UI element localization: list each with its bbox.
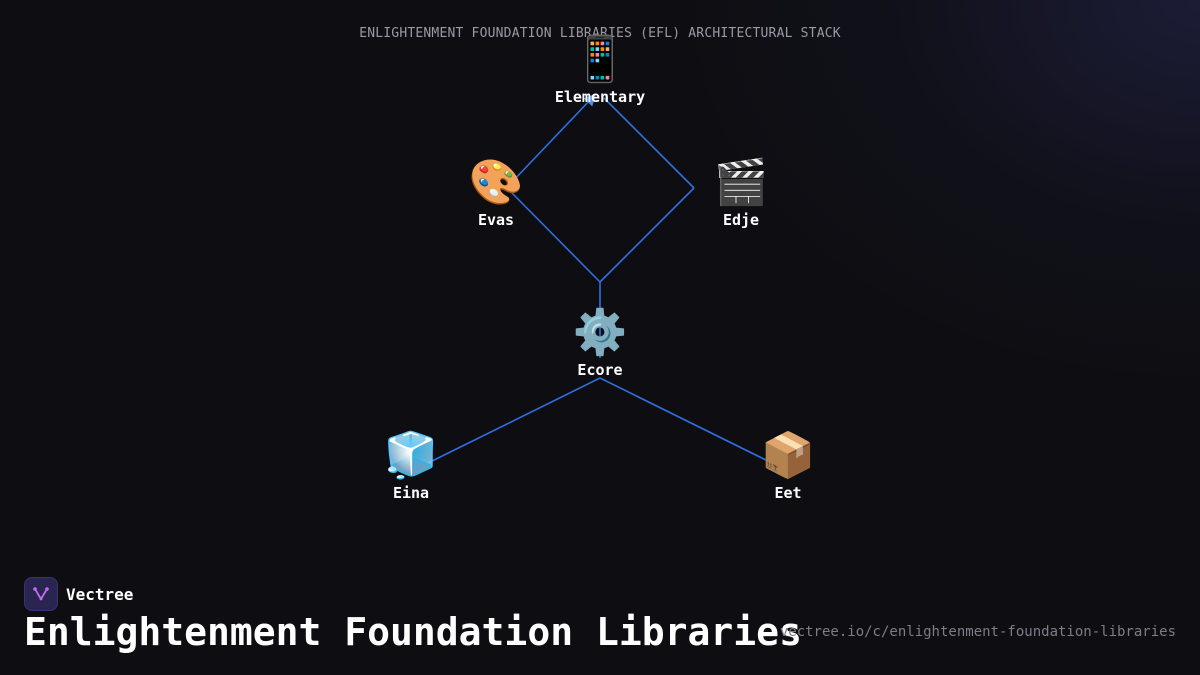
brand[interactable]: Vectree <box>24 577 133 611</box>
vectree-logo-icon <box>24 577 58 611</box>
edge-ecore-eina <box>427 377 601 464</box>
node-ecore[interactable]: ⚙️ Ecore <box>520 307 680 379</box>
node-edje[interactable]: 🎬 Edje <box>661 157 821 229</box>
page-url[interactable]: vectree.io/c/enlightenment-foundation-li… <box>779 624 1176 640</box>
node-label-edje: Edje <box>722 211 760 229</box>
node-label-ecore: Ecore <box>577 361 623 379</box>
edge-ecore-eet <box>599 377 773 464</box>
ice-cube-icon: 🧊 <box>383 430 439 481</box>
edge-stack-evas <box>511 192 601 283</box>
node-label-eet: Eet <box>774 484 802 502</box>
node-label-evas: Evas <box>477 211 515 229</box>
mobile-phone-icon: 📱 <box>572 34 628 85</box>
node-label-elementary: Elementary <box>554 88 646 106</box>
edge-evas-elementary <box>511 93 597 183</box>
page-title: Enlightenment Foundation Libraries <box>24 610 802 654</box>
diagram-title: ENLIGHTENMENT FOUNDATION LIBRARIES (EFL)… <box>359 26 841 41</box>
brand-name: Vectree <box>66 584 134 604</box>
node-evas[interactable]: 🎨 Evas <box>416 157 576 229</box>
palette-icon: 🎨 <box>468 157 524 208</box>
node-label-eina: Eina <box>392 484 430 502</box>
clapperboard-icon: 🎬 <box>713 157 769 208</box>
node-eet[interactable]: 📦 Eet <box>708 430 868 502</box>
package-icon: 📦 <box>760 430 816 481</box>
edge-stack-edje <box>599 187 695 283</box>
node-elementary[interactable]: 📱 Elementary <box>520 34 680 106</box>
edge-edje-elementary <box>603 97 695 189</box>
gear-icon: ⚙️ <box>572 307 628 358</box>
node-eina[interactable]: 🧊 Eina <box>331 430 491 502</box>
